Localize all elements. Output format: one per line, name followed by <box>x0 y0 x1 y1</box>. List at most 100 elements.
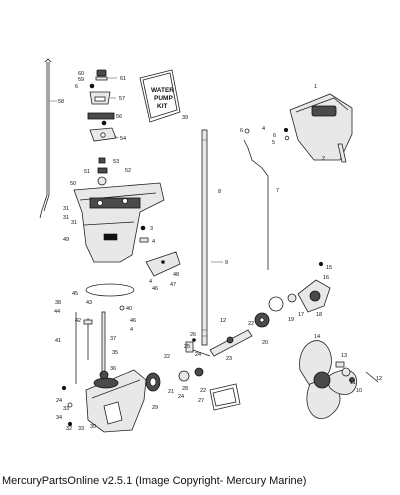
water-pump-kit-box[interactable]: WATER PUMP KIT <box>139 69 181 123</box>
shift-shaft-37[interactable] <box>99 311 109 380</box>
label-38: 38 <box>55 300 61 306</box>
label-58: 58 <box>58 99 64 105</box>
shift-rod-58[interactable] <box>39 58 52 219</box>
label-6-upper: 6 <box>75 84 78 90</box>
label-45: 45 <box>72 291 78 297</box>
part-box-27[interactable] <box>209 383 241 411</box>
label-12: 12 <box>220 318 226 324</box>
label-30: 30 <box>90 424 96 430</box>
label-43: 43 <box>86 300 92 306</box>
prop-hardware-10-13[interactable] <box>335 361 379 383</box>
water-pump-stack[interactable] <box>87 69 117 186</box>
parts-diagram: 58 60 59 6 61 57 56 54 53 52 51 50 WATER… <box>39 58 382 433</box>
label-37: 37 <box>110 336 116 342</box>
label-26: 26 <box>190 332 196 338</box>
water-tube-41[interactable] <box>75 312 93 384</box>
label-34: 34 <box>56 415 62 421</box>
label-21: 21 <box>168 389 174 395</box>
label-31-c: 31 <box>71 220 77 226</box>
driveshaft-housing[interactable] <box>73 182 165 263</box>
label-61: 61 <box>120 76 126 82</box>
label-2: 2 <box>322 156 325 162</box>
label-22-b: 22 <box>164 354 170 360</box>
label-13: 13 <box>341 353 347 359</box>
label-4-b: 4 <box>149 279 152 285</box>
label-57: 57 <box>119 96 125 102</box>
label-28: 28 <box>182 386 188 392</box>
bearing-carrier-15[interactable] <box>297 261 331 313</box>
screw-washer-3-4[interactable] <box>139 225 149 243</box>
label-19: 19 <box>288 317 294 323</box>
label-32: 32 <box>66 426 72 432</box>
label-22-c: 22 <box>200 388 206 394</box>
label-4-d: 4 <box>130 327 133 333</box>
prop-shaft-23[interactable] <box>209 329 253 357</box>
kit-line-3: KIT <box>157 103 168 110</box>
label-7: 7 <box>276 188 279 194</box>
label-41: 41 <box>55 338 61 344</box>
label-39: 39 <box>182 115 188 121</box>
label-12-b: 12 <box>376 376 382 382</box>
label-3: 3 <box>150 226 153 232</box>
label-17: 17 <box>298 312 304 318</box>
bearing-21[interactable] <box>178 370 190 382</box>
footer-copyright: MercuryPartsOnline v2.5.1 (Image Copyrig… <box>2 475 307 487</box>
gear-28[interactable] <box>194 367 204 377</box>
label-51: 51 <box>84 169 90 175</box>
label-6-b: 6 <box>273 133 276 139</box>
gear-20[interactable] <box>254 293 297 328</box>
label-9: 9 <box>225 260 228 266</box>
label-1: 1 <box>314 84 317 90</box>
label-4-c: 4 <box>262 126 265 132</box>
label-46-a: 46 <box>152 286 158 292</box>
tube-2[interactable] <box>337 143 347 163</box>
label-24-a: 24 <box>195 352 201 358</box>
label-24-b: 24 <box>56 398 62 404</box>
label-20: 20 <box>262 340 268 346</box>
bearing-29[interactable] <box>145 372 161 392</box>
label-35: 35 <box>112 350 118 356</box>
label-40: 40 <box>126 306 132 312</box>
label-23: 23 <box>226 356 232 362</box>
label-48: 48 <box>173 272 179 278</box>
fasteners-bottom-left[interactable] <box>61 385 73 427</box>
gearcase-30[interactable] <box>85 369 147 433</box>
propeller-14[interactable] <box>299 340 357 420</box>
label-50: 50 <box>70 181 76 187</box>
label-36: 36 <box>110 366 116 372</box>
bracket-48[interactable] <box>145 251 181 277</box>
label-53: 53 <box>113 159 119 165</box>
label-25: 25 <box>184 344 190 350</box>
label-33: 33 <box>63 406 69 412</box>
label-44: 44 <box>54 309 60 315</box>
label-27: 27 <box>198 398 204 404</box>
gasket-45[interactable] <box>85 283 135 297</box>
label-49: 49 <box>63 237 69 243</box>
label-46-b: 46 <box>130 318 136 324</box>
cowl-1[interactable] <box>289 93 353 161</box>
label-8: 8 <box>218 189 221 195</box>
label-11: 11 <box>350 380 356 386</box>
label-33-b: 33 <box>78 426 84 432</box>
label-31-a: 31 <box>63 206 69 212</box>
shift-rod-7[interactable] <box>243 139 269 270</box>
label-54: 54 <box>120 136 126 142</box>
kit-line-1: WATER <box>151 87 174 94</box>
label-59: 59 <box>78 77 84 83</box>
label-4-a: 4 <box>152 239 155 245</box>
label-22: 22 <box>248 321 254 327</box>
label-42: 42 <box>75 318 81 324</box>
label-47: 47 <box>170 282 176 288</box>
clutch-parts-25-26[interactable] <box>185 338 211 357</box>
label-10: 10 <box>356 388 362 394</box>
label-16: 16 <box>323 275 329 281</box>
label-14: 14 <box>314 334 320 340</box>
driveshaft-8[interactable] <box>201 129 208 346</box>
label-29: 29 <box>152 405 158 411</box>
label-5: 5 <box>272 140 275 146</box>
label-24-c: 24 <box>178 394 184 400</box>
label-15: 15 <box>326 265 332 271</box>
kit-line-2: PUMP <box>154 95 173 102</box>
label-31-b: 31 <box>63 215 69 221</box>
label-6-a: 6 <box>240 128 243 134</box>
